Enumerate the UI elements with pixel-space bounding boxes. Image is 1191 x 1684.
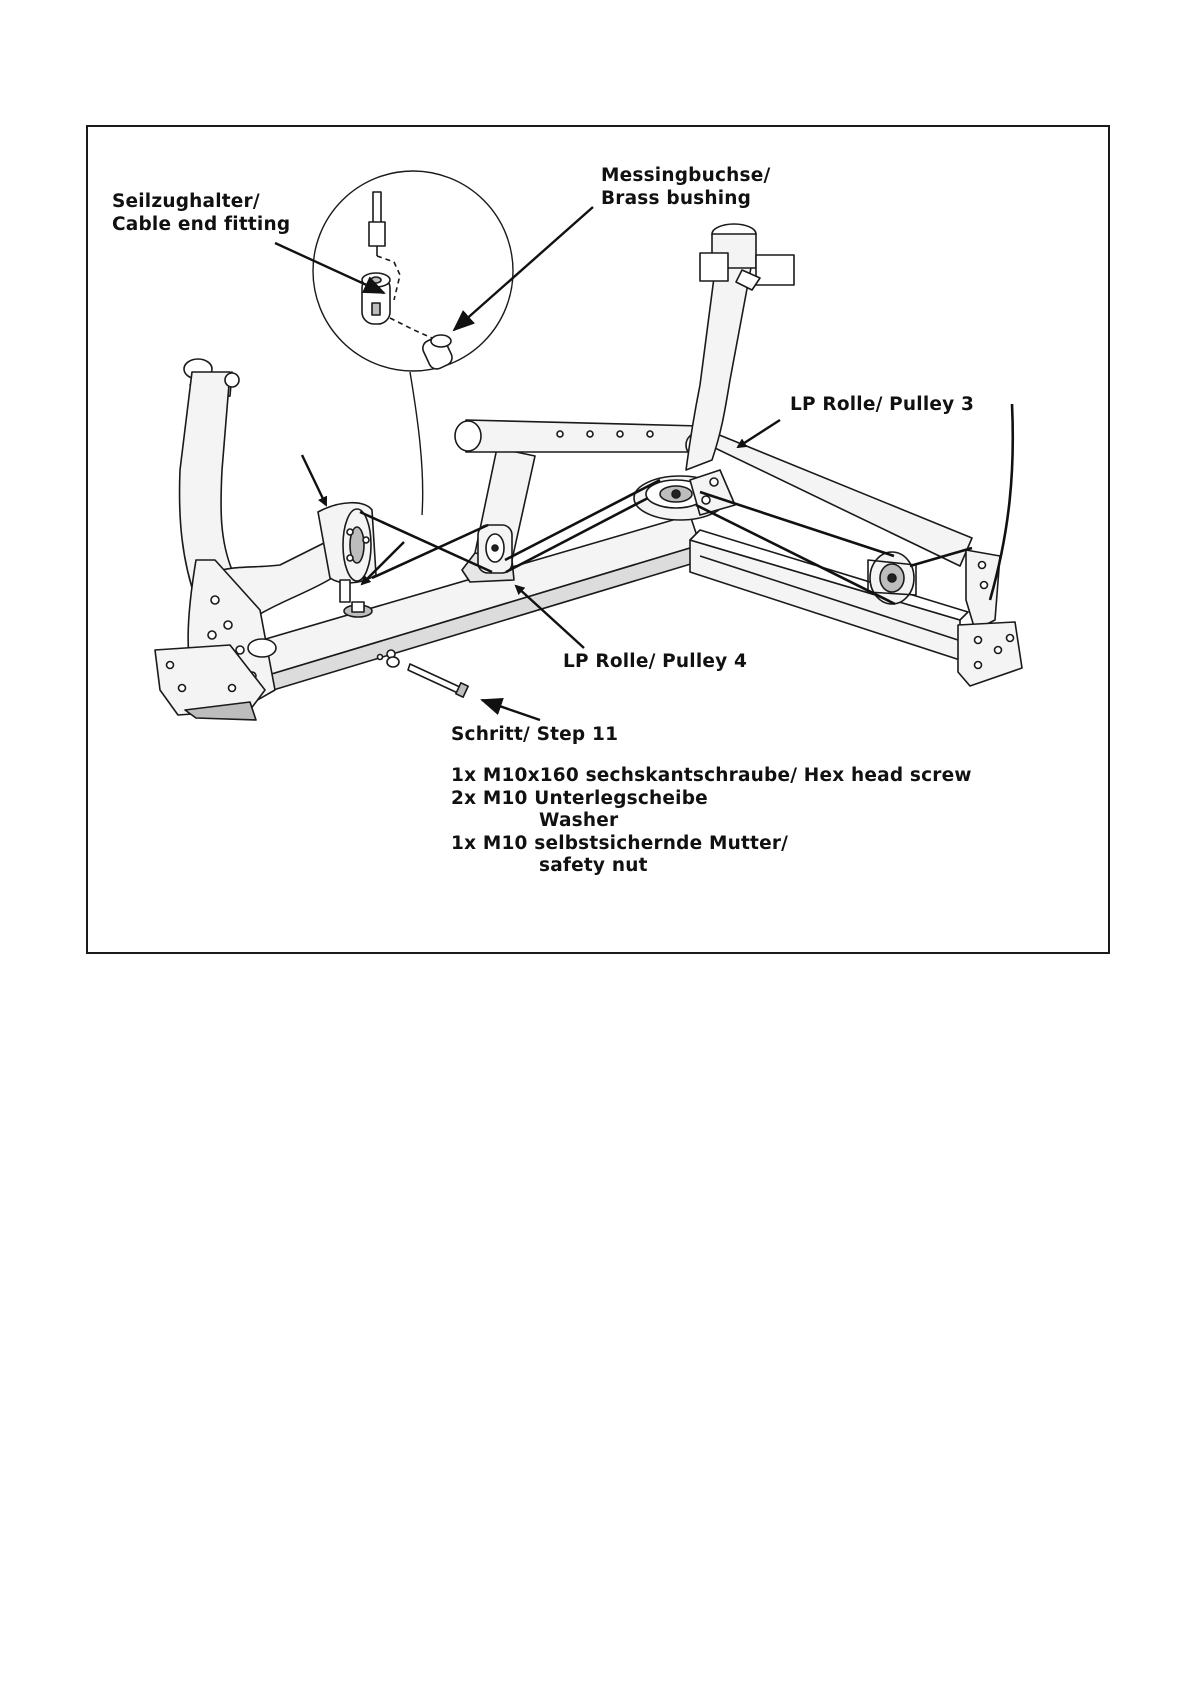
top-rail-tube [455,420,700,452]
part-safety-nut-en: safety nut [451,855,972,878]
part-safety-nut: 1x M10 selbstsichernde Mutter/ [451,833,972,856]
cable-end-part [340,580,372,617]
arrow-pulley-3 [738,420,780,447]
arrow-step-bolt [482,700,540,720]
step-title: Schritt/ Step 11 [451,723,618,746]
label-brass-bushing-de: Messingbuchse/ [601,164,770,187]
label-brass-bushing: Messingbuchse/ Brass bushing [601,164,770,210]
part-washer: 2x M10 Unterlegscheibe [451,788,972,811]
right-base-plate [958,550,1022,686]
detail-circle [313,171,513,372]
right-upright-post [686,224,794,470]
parts-list: 1x M10x160 sechskantschraube/ Hex head s… [451,765,972,878]
detail-leader-line [410,372,423,515]
label-brass-bushing-en: Brass bushing [601,187,770,210]
label-cable-end-de: Seilzughalter/ [112,190,290,213]
center-pulley [634,470,735,520]
part-hex-screw: 1x M10x160 sechskantschraube/ Hex head s… [451,765,972,788]
label-cable-end-fitting: Seilzughalter/ Cable end fitting [112,190,290,236]
label-cable-end-en: Cable end fitting [112,213,290,236]
arrow-left-pulley [302,455,326,505]
hex-bolt [387,657,468,697]
label-pulley-4: LP Rolle/ Pulley 4 [563,650,747,673]
part-washer-en: Washer [451,810,972,833]
label-pulley-3: LP Rolle/ Pulley 3 [790,393,974,416]
